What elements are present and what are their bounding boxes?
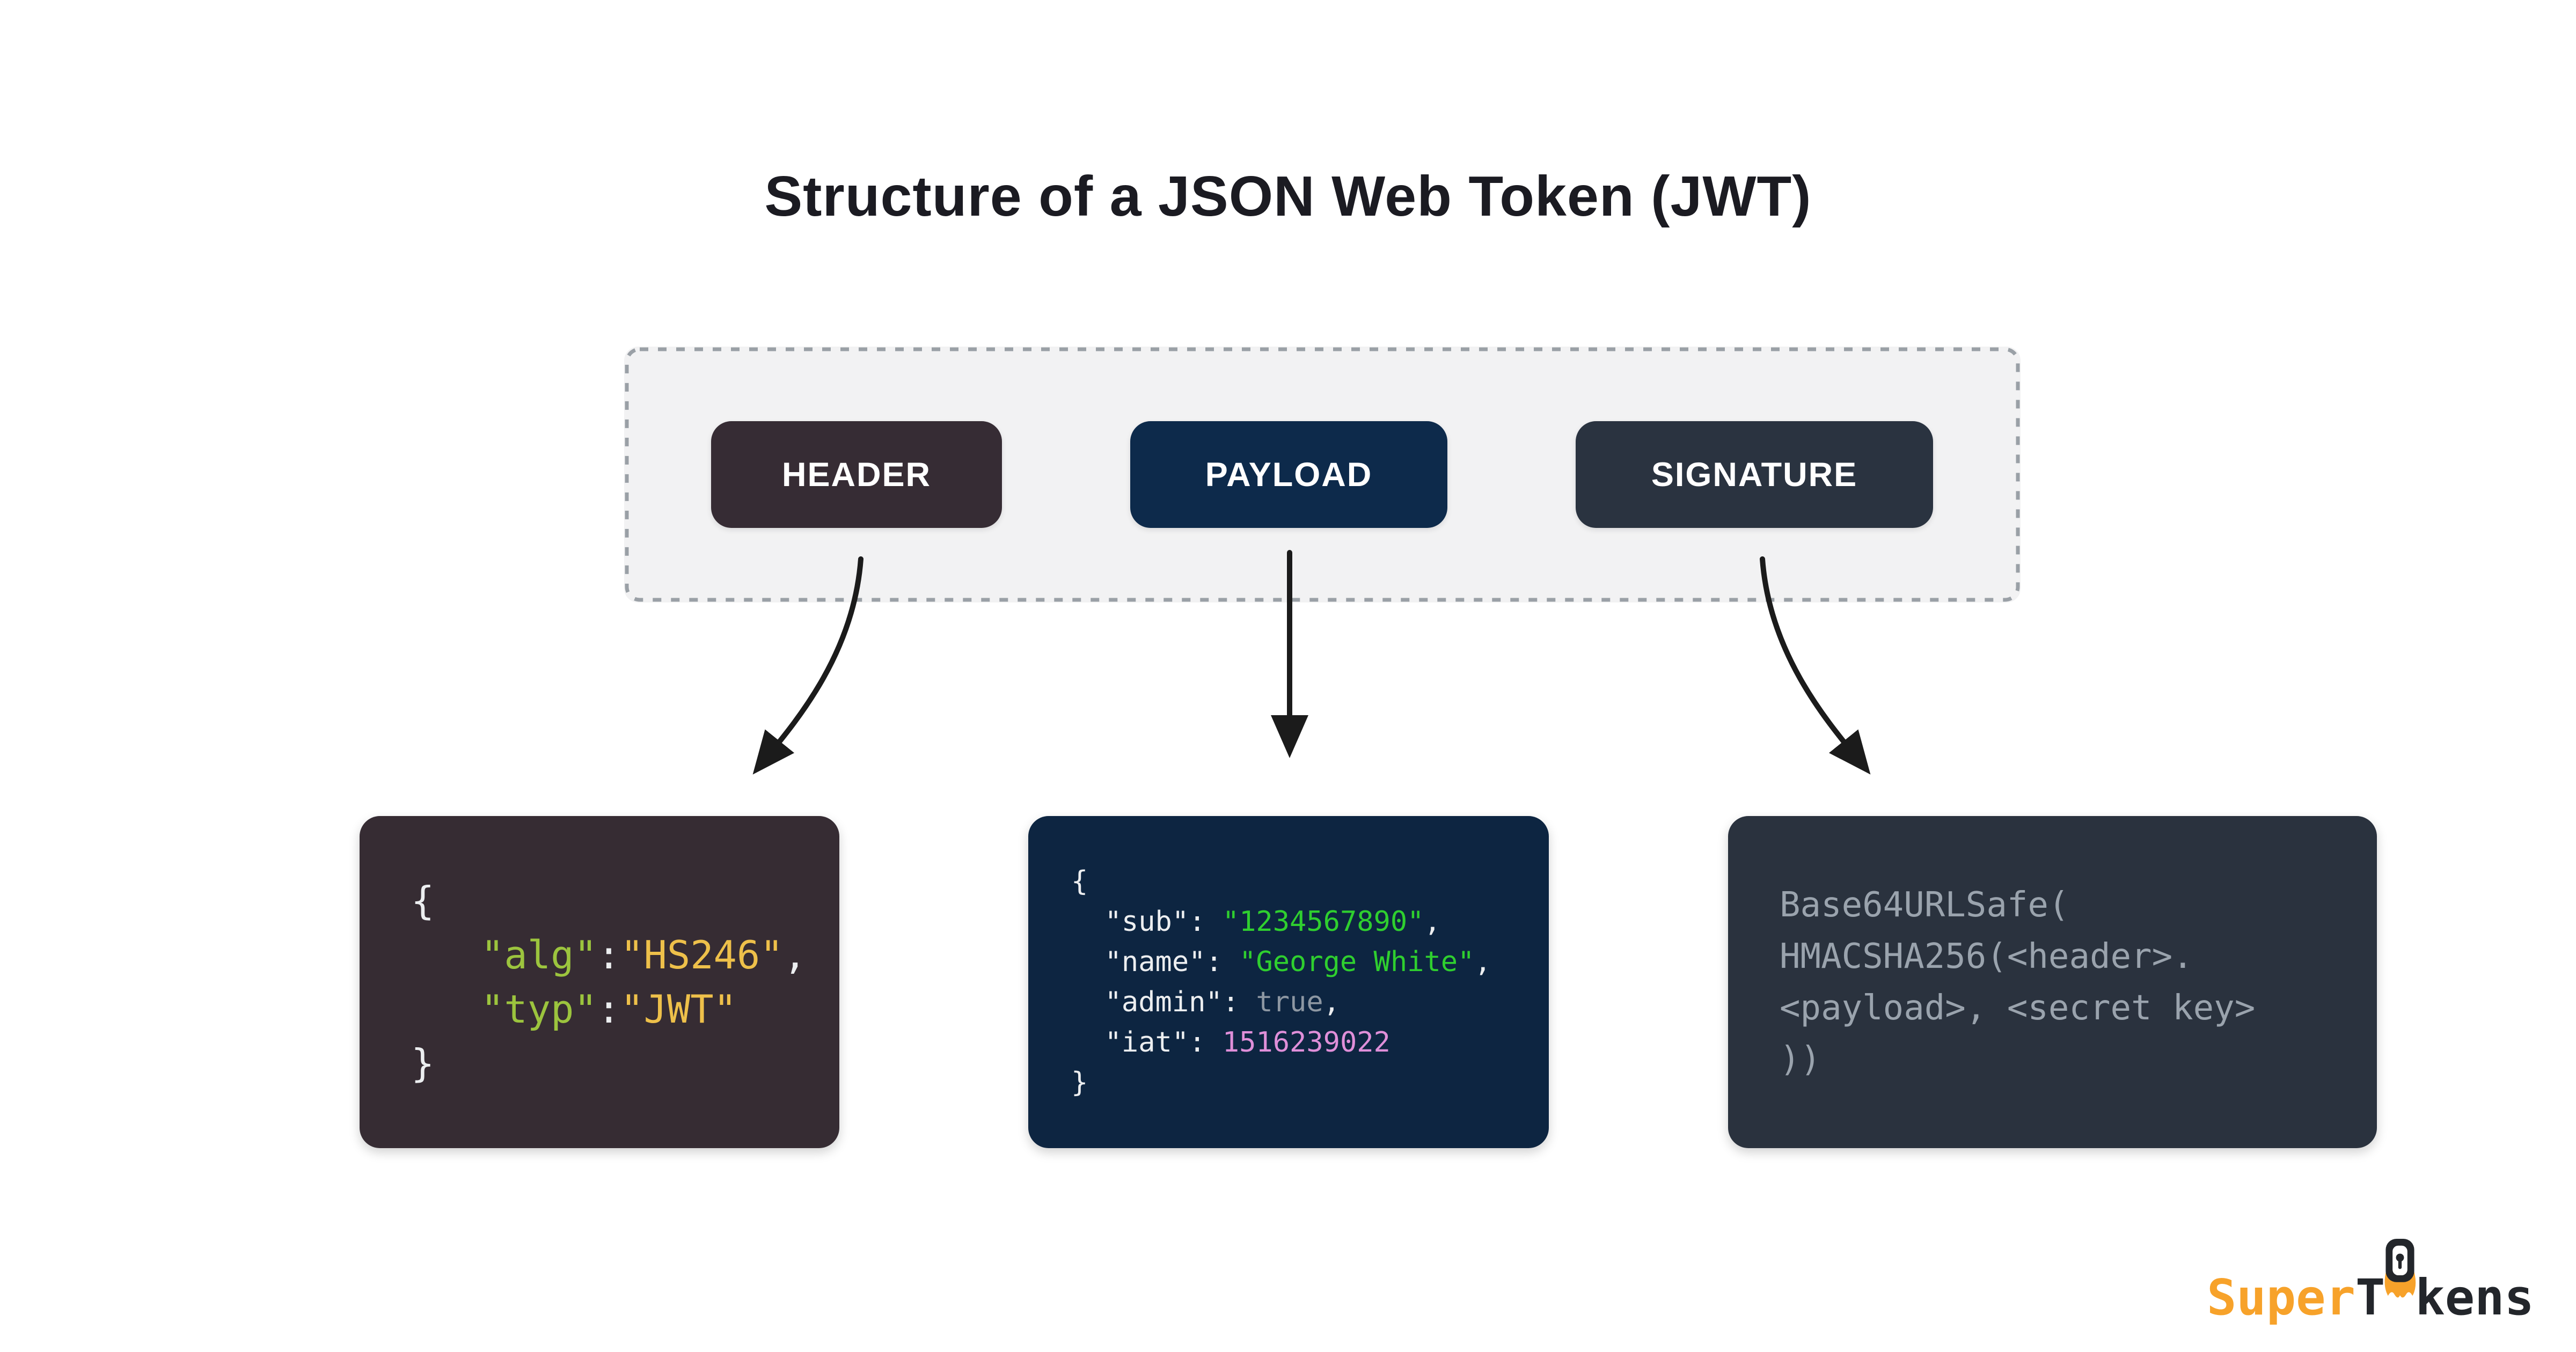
token-lock-icon bbox=[2384, 1239, 2416, 1314]
payload-code-box: { "sub": "1234567890", "name": "George W… bbox=[1028, 816, 1549, 1148]
header-code-box: { "alg":"HS246", "typ":"JWT"} bbox=[360, 816, 839, 1148]
signature-chip: SIGNATURE bbox=[1576, 421, 1933, 528]
logo-text-super: Super bbox=[2207, 1269, 2355, 1326]
page-title: Structure of a JSON Web Token (JWT) bbox=[764, 165, 1812, 228]
signature-chip-label: SIGNATURE bbox=[1651, 455, 1858, 494]
logo-text-kens: kens bbox=[2415, 1269, 2534, 1326]
payload-chip-label: PAYLOAD bbox=[1205, 455, 1373, 494]
supertokens-logo: SuperT kens bbox=[2207, 1239, 2534, 1336]
header-chip-label: HEADER bbox=[781, 455, 932, 494]
header-chip: HEADER bbox=[711, 421, 1002, 528]
token-parts-container: HEADER PAYLOAD SIGNATURE bbox=[624, 347, 2021, 602]
signature-code-box: Base64URLSafe(HMACSHA256(<header>.<paylo… bbox=[1728, 816, 2377, 1148]
payload-chip: PAYLOAD bbox=[1130, 421, 1447, 528]
logo-text-t: T bbox=[2355, 1269, 2385, 1326]
